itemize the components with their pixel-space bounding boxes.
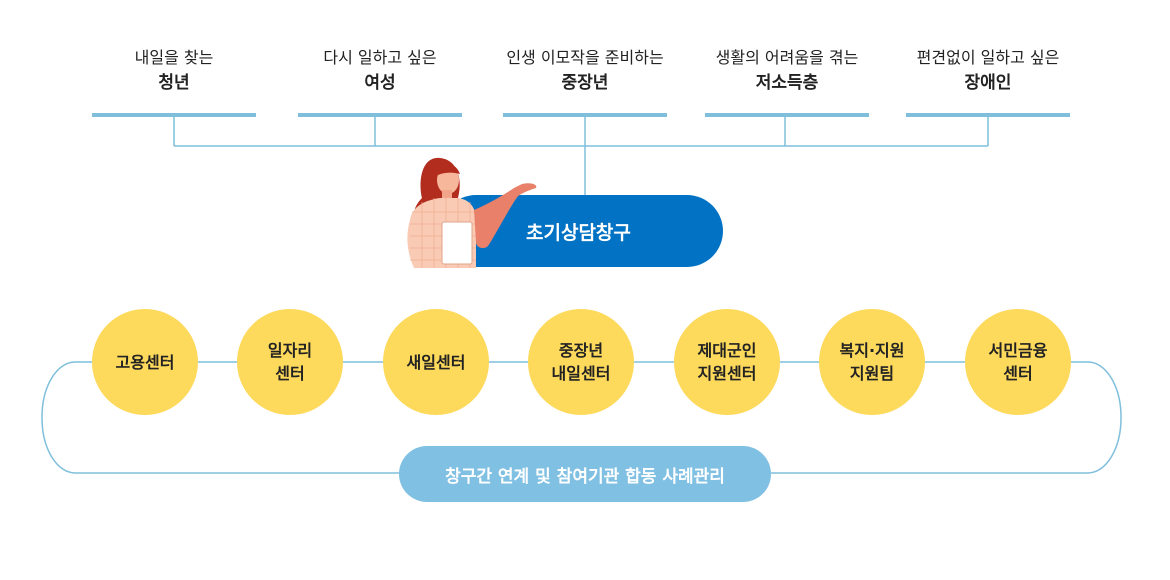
target-group-middle-aged: 인생 이모작을 준비하는 중장년 [500,46,670,117]
target-group-low-income: 생활의 어려움을 겪는 저소득층 [702,46,872,117]
group-underline [298,113,462,117]
group-description: 인생 이모작을 준비하는 [506,48,664,67]
center-saeil: 새일센터 [383,309,489,415]
group-description: 내일을 찾는 [134,48,214,67]
tree-connectors [173,117,989,195]
target-group-disabled: 편견없이 일하고 싶은 장애인 [903,46,1073,117]
group-underline [92,113,256,117]
group-name: 중장년 [561,73,609,93]
target-group-youth: 내일을 찾는 청년 [89,46,259,117]
group-name: 저소득층 [755,73,819,93]
center-welfare: 복지·지원 지원팀 [819,309,925,415]
center-middle-aged: 중장년 내일센터 [528,309,634,415]
group-name: 청년 [158,73,190,93]
group-underline [705,113,869,117]
counselor-illustration-icon [407,157,537,268]
target-group-women: 다시 일하고 싶은 여성 [295,46,465,117]
center-employment: 고용센터 [92,309,198,415]
group-description: 편견없이 일하고 싶은 [916,48,1060,67]
center-veterans: 제대군인 지원센터 [674,309,780,415]
group-description: 다시 일하고 싶은 [323,48,437,67]
group-description: 생활의 어려움을 겪는 [715,48,859,67]
group-name: 여성 [364,73,396,93]
group-underline [503,113,667,117]
center-jobs: 일자리 센터 [237,309,343,415]
group-underline [906,113,1070,117]
center-microfinance: 서민금융 센터 [965,309,1071,415]
joint-case-management-label: 창구간 연계 및 참여기관 합동 사례관리 [399,446,771,502]
group-name: 장애인 [964,73,1012,93]
